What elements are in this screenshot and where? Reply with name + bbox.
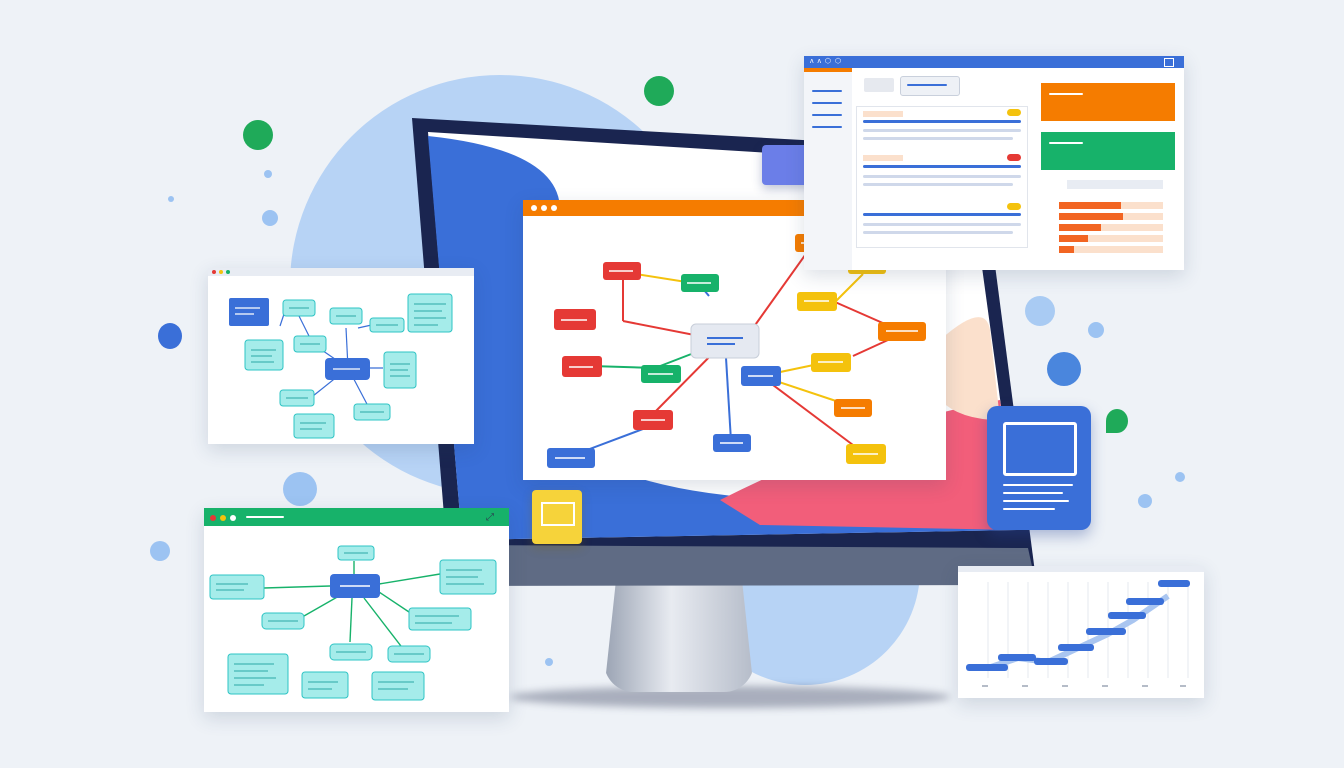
decor-dot bbox=[150, 541, 170, 561]
node-teal bbox=[209, 574, 265, 600]
decor-dot bbox=[1175, 472, 1185, 482]
progress-row bbox=[1059, 213, 1163, 220]
sidebar-item[interactable] bbox=[812, 114, 842, 116]
decor-dot bbox=[168, 196, 174, 202]
node-teal bbox=[293, 413, 335, 439]
node-teal bbox=[407, 293, 453, 333]
task-status-badge bbox=[1007, 109, 1021, 116]
dashboard-title-bar: ʌ ʌ ⬡ ⬡ bbox=[804, 56, 1184, 68]
gantt-bar bbox=[1126, 598, 1164, 605]
progress-row bbox=[1059, 246, 1163, 253]
decor-dot bbox=[1047, 352, 1081, 386]
progress-row bbox=[1059, 202, 1163, 209]
left-bottom-mindmap-window[interactable]: ⤢ bbox=[204, 508, 509, 712]
monitor-chin bbox=[448, 545, 1036, 586]
task-tag bbox=[863, 111, 903, 117]
expand-icon[interactable]: ⤢ bbox=[486, 512, 494, 523]
window-title-bar bbox=[204, 508, 509, 526]
decor-dot bbox=[1138, 494, 1152, 508]
gantt-bar bbox=[1108, 612, 1146, 619]
decor-dot bbox=[283, 472, 317, 506]
toolbar-icons bbox=[864, 78, 894, 92]
window-title-bar bbox=[208, 268, 474, 276]
task-status-badge bbox=[1007, 154, 1021, 161]
decor-dot bbox=[264, 170, 272, 178]
gantt-bar bbox=[966, 664, 1008, 671]
node-teal bbox=[371, 671, 425, 701]
toolbar-search[interactable] bbox=[900, 76, 960, 96]
decor-dot bbox=[1088, 322, 1104, 338]
window-dot[interactable] bbox=[541, 205, 547, 211]
progress-row bbox=[1059, 235, 1163, 242]
gantt-bar bbox=[998, 654, 1036, 661]
sticky-note-icon[interactable] bbox=[532, 490, 582, 544]
progress-table-header bbox=[1067, 180, 1163, 189]
gantt-window[interactable] bbox=[958, 566, 1204, 698]
decor-dot bbox=[545, 658, 553, 666]
sidebar-item[interactable] bbox=[812, 126, 842, 128]
decor-dot bbox=[262, 210, 278, 226]
node-teal bbox=[244, 339, 284, 371]
window-dot[interactable] bbox=[212, 270, 216, 274]
dashboard-sidebar bbox=[804, 68, 852, 270]
progress-table bbox=[1041, 180, 1175, 260]
sidebar-item[interactable] bbox=[812, 102, 842, 104]
gantt-bar bbox=[1086, 628, 1126, 635]
decor-dot bbox=[644, 76, 674, 106]
window-dot[interactable] bbox=[219, 270, 223, 274]
sidebar-item[interactable] bbox=[812, 90, 842, 92]
window-dot[interactable] bbox=[551, 205, 557, 211]
task-tag bbox=[863, 155, 903, 161]
sidebar-accent bbox=[804, 68, 852, 72]
sticky-note-frame bbox=[541, 502, 575, 526]
document-icon[interactable] bbox=[987, 406, 1091, 530]
expand-icon[interactable] bbox=[1164, 58, 1174, 67]
gantt-bar bbox=[1058, 644, 1094, 651]
window-dot[interactable] bbox=[220, 515, 226, 521]
screen-peach-shape bbox=[940, 317, 1000, 420]
gantt-chart bbox=[966, 580, 1190, 687]
progress-row bbox=[1059, 224, 1163, 231]
monitor-stand bbox=[604, 580, 754, 692]
mindmap-diagram bbox=[229, 293, 453, 439]
kpi-card-green[interactable] bbox=[1041, 132, 1175, 170]
monitor-shadow bbox=[510, 686, 950, 708]
mindmap-diagram bbox=[209, 545, 497, 701]
left-top-mindmap-window[interactable] bbox=[208, 268, 474, 444]
decor-dot bbox=[1106, 409, 1128, 433]
gantt-bar bbox=[1034, 658, 1068, 665]
decor-dot bbox=[158, 323, 182, 349]
decor-dot bbox=[1025, 296, 1055, 326]
window-dot[interactable] bbox=[226, 270, 230, 274]
kpi-card-orange[interactable] bbox=[1041, 83, 1175, 121]
node-teal bbox=[227, 653, 289, 695]
node-teal bbox=[408, 607, 472, 631]
gantt-header bbox=[958, 566, 1204, 572]
document-preview-frame bbox=[1003, 422, 1077, 476]
window-dot[interactable] bbox=[210, 515, 216, 521]
node-blue-root bbox=[229, 298, 269, 326]
gantt-bar bbox=[1158, 580, 1190, 587]
central-topic-node bbox=[690, 323, 760, 359]
node-teal bbox=[301, 671, 349, 699]
dashboard-logo-icon: ʌ ʌ ⬡ ⬡ bbox=[810, 58, 843, 65]
dashboard-window[interactable]: ʌ ʌ ⬡ ⬡ bbox=[804, 56, 1184, 270]
decor-dot bbox=[243, 120, 273, 150]
window-dot[interactable] bbox=[531, 205, 537, 211]
window-dot[interactable] bbox=[230, 515, 236, 521]
task-list bbox=[856, 106, 1028, 248]
task-status-badge bbox=[1007, 203, 1021, 210]
